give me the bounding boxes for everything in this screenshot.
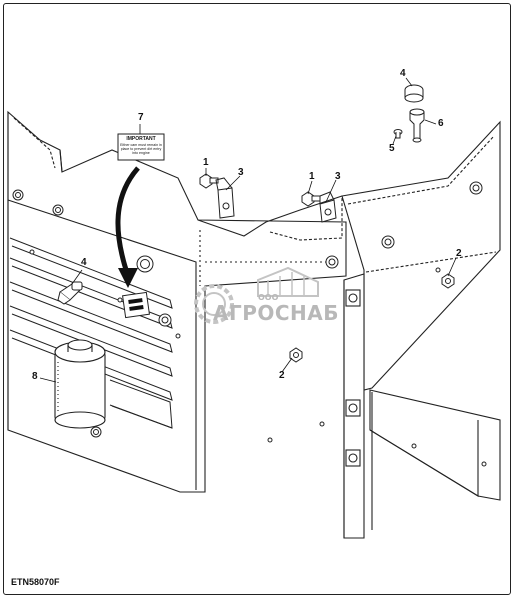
left-panel-holes [12, 189, 325, 443]
watermark-prefix: ООО [258, 293, 279, 302]
screw-5 [393, 129, 403, 139]
decal-body: Either cam must remain in place to preve… [120, 143, 162, 155]
bracket-3-right [319, 191, 337, 223]
vertical-post [343, 273, 365, 539]
callout-6: 6 [438, 118, 444, 129]
leader-lines [39, 77, 457, 383]
callout-8: 8 [32, 371, 38, 382]
figure-code: ETN58070F [11, 577, 60, 587]
callout-5: 5 [389, 143, 395, 154]
decal-heading: IMPORTANT [126, 136, 156, 142]
callout-2-right: 2 [456, 248, 462, 259]
callout-3-right: 3 [335, 171, 341, 182]
panel-plate [122, 291, 150, 319]
important-decal [117, 133, 165, 161]
nut-2-right [441, 273, 455, 289]
callout-1-right: 1 [309, 171, 315, 182]
callout-1-left: 1 [203, 157, 209, 168]
bolt-1-left [199, 173, 219, 189]
callout-3-left: 3 [238, 167, 244, 178]
right-lower-panel [369, 389, 501, 530]
callout-4-left: 4 [81, 257, 87, 268]
placement-arrow [115, 166, 140, 288]
callout-4-top: 4 [400, 68, 406, 79]
watermark-brand: АГРОСНАБ [213, 301, 340, 325]
callout-2-center: 2 [279, 370, 285, 381]
fitting-4-top [404, 84, 424, 103]
nut-2-center [289, 347, 303, 363]
figure-frame [3, 3, 511, 595]
filter-canister [54, 339, 106, 429]
bracket-3-left [215, 177, 235, 219]
fitting-4-left [57, 281, 83, 305]
watermark-logo [194, 266, 319, 324]
bolt-1-right [301, 191, 321, 207]
fitting-6 [409, 108, 425, 143]
rear-cover-holes [325, 181, 487, 467]
callout-7: 7 [138, 112, 144, 123]
